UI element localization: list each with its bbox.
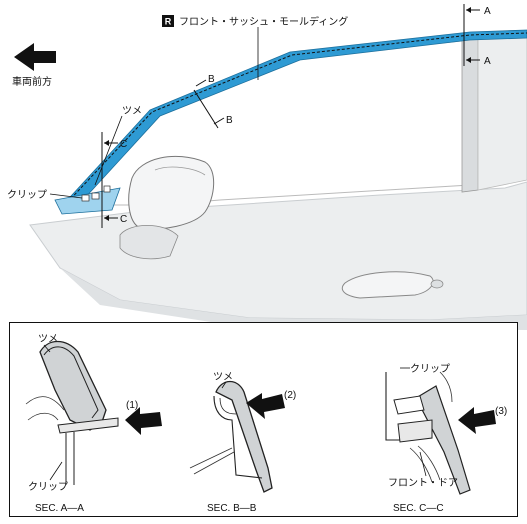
section-a-drawing (25, 340, 162, 485)
clip-leader-line (49, 193, 83, 199)
molding-tab-line (63, 32, 527, 207)
sec-a-arrow-number: (1) (126, 400, 138, 411)
side-mirror (128, 155, 215, 230)
mirror-base (119, 225, 179, 260)
section-marker-a-bottom: A (484, 56, 491, 67)
section-b-drawing (189, 380, 285, 493)
sash-molding (59, 29, 527, 213)
clip-marker (81, 194, 90, 202)
clip-marker (103, 185, 111, 193)
section-marker-c-top: C (120, 139, 127, 150)
section-marker-b-top: B (208, 74, 215, 85)
sec-b-caption: SEC. B—B (207, 503, 257, 514)
sec-c-caption: SEC. C—C (393, 503, 444, 514)
section-c-drawing (385, 367, 496, 495)
sec-a-caption: SEC. A—A (35, 503, 84, 514)
keyhole-cap (430, 279, 444, 289)
clip-marker (91, 192, 100, 200)
section-marker-a-top: A (484, 6, 491, 17)
section-marker-c-bottom: C (120, 214, 127, 225)
arrow-1-icon (125, 407, 162, 435)
sec-c-label-bottom: フロント・ドア (388, 478, 458, 489)
sec-a-label-bottom: クリップ (28, 481, 68, 493)
badge-letter: R (165, 17, 172, 27)
mirror-detail (154, 166, 206, 176)
tab-leader-line (94, 115, 123, 186)
tab-label: ツメ (122, 106, 142, 117)
sec-c-label-top: クリップ (410, 363, 450, 375)
clip-label: クリップ (7, 189, 47, 201)
arrow-3-icon (458, 407, 496, 434)
direction-label: 車両前方 (12, 75, 52, 88)
sec-a-label-top: ツメ (38, 334, 58, 345)
forward-arrow-icon (14, 43, 56, 71)
section-cut-lines (101, 4, 480, 228)
badge-box (162, 15, 174, 27)
door-illustration (29, 29, 527, 330)
arrow-2-icon (246, 393, 285, 419)
sec-b-label-top: ツメ (213, 372, 233, 383)
sec-b-arrow-number: (2) (284, 390, 296, 401)
part-title: フロント・サッシュ・モールディング (179, 15, 348, 28)
section-marker-b-bottom: B (226, 115, 233, 126)
sec-c-arrow-number: (3) (495, 406, 507, 417)
door-lower-shade (60, 268, 527, 330)
